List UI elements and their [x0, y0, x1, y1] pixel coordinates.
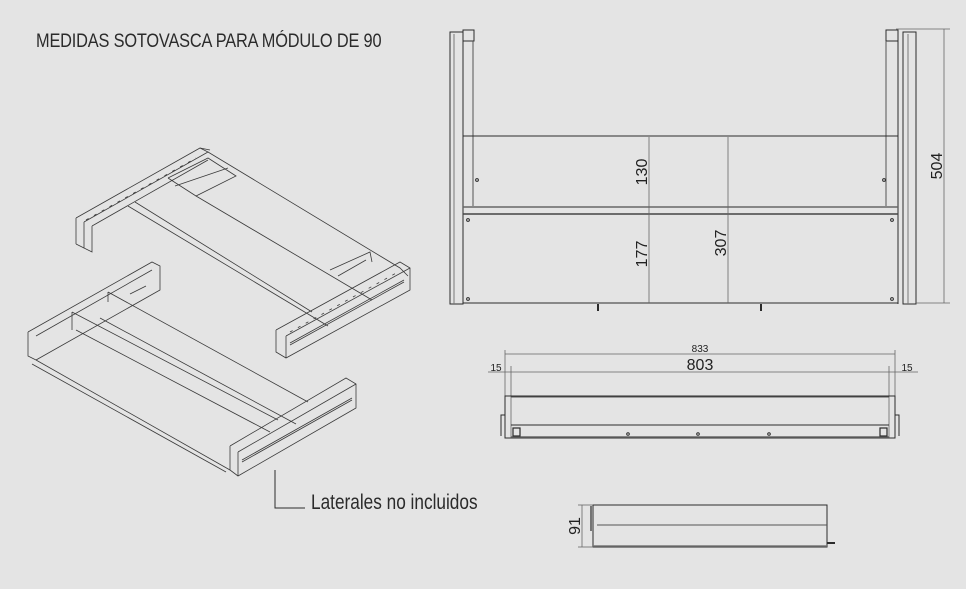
dim-15-right: 15 — [901, 363, 913, 374]
top-view-dimensions: 833 803 15 15 — [490, 344, 913, 374]
side-view-drawing — [578, 504, 835, 548]
isometric-upper-frame — [75, 147, 411, 359]
dim-15-left: 15 — [490, 363, 502, 374]
isometric-lower-drawer — [27, 261, 357, 477]
dim-833: 833 — [692, 344, 709, 355]
front-view-drawing — [449, 28, 950, 311]
isometric-drawing — [27, 147, 411, 477]
page-title: MEDIDAS SOTOVASCA PARA MÓDULO DE 90 — [36, 31, 382, 52]
dim-130: 130 — [634, 159, 651, 186]
laterales-note: Laterales no incluidos — [311, 491, 478, 514]
dim-803: 803 — [687, 357, 714, 374]
dim-504: 504 — [929, 153, 946, 180]
side-view-dimensions: 91 — [567, 517, 584, 535]
top-view-drawing — [488, 350, 918, 439]
front-view-dimensions: 130 177 307 504 — [634, 153, 946, 268]
note-leader-line — [274, 470, 305, 509]
dim-307: 307 — [713, 230, 730, 257]
dim-91: 91 — [567, 517, 584, 535]
dim-177: 177 — [634, 241, 651, 268]
